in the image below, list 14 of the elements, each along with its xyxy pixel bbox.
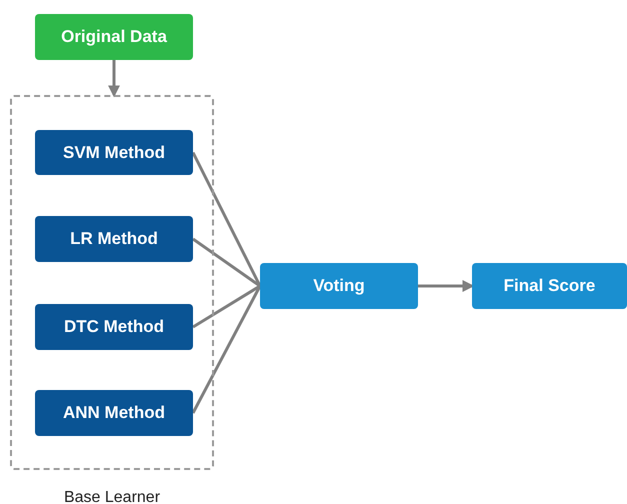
arrow [108,60,120,98]
connector-line [192,284,261,328]
arrow [418,280,474,292]
data-box: Original Data [35,14,193,60]
method-box: LR Method [35,216,193,262]
process-box: Final Score [472,263,627,309]
connector-line [192,285,262,414]
method-box: SVM Method [35,130,193,175]
connector-line [192,238,261,288]
method-box: DTC Method [35,304,193,350]
group-label: Base Learner [64,488,160,504]
process-box: Voting [260,263,418,309]
method-box: ANN Method [35,390,193,436]
connector-line [192,152,262,287]
